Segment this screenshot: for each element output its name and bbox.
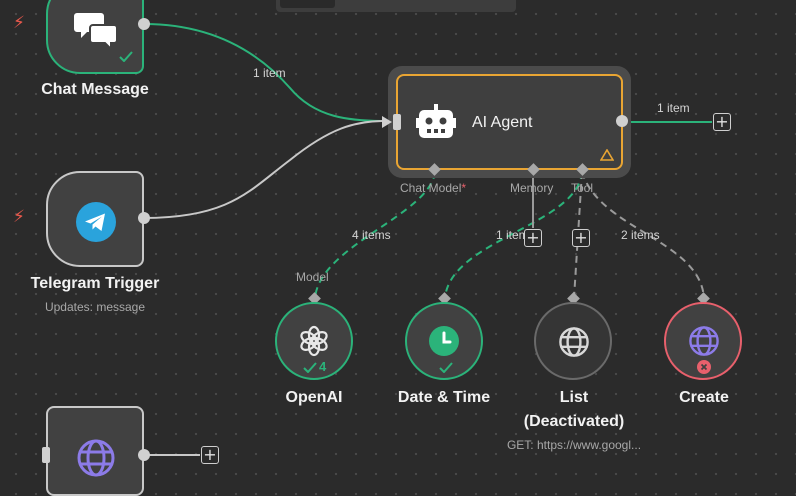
date-time-title: Date & Time: [397, 389, 491, 406]
create-node[interactable]: [664, 302, 742, 380]
telegram-trigger-node[interactable]: [46, 171, 144, 267]
add-node-button[interactable]: +: [713, 113, 731, 131]
wire-chat-to-agent: [143, 23, 386, 122]
chat-bubbles-icon: [74, 13, 118, 50]
robot-icon: [416, 104, 456, 138]
globe-icon: [77, 439, 115, 477]
canvas-toolbar: [276, 0, 516, 12]
memory-port-label: Memory: [510, 181, 554, 195]
openai-title: OpenAI: [285, 389, 343, 406]
run-count-badge: 4: [319, 359, 327, 374]
canvas-toolbar-segment[interactable]: [280, 0, 335, 8]
wire-create-tool: [581, 171, 705, 299]
add-tool-button[interactable]: +: [572, 229, 590, 247]
list-node[interactable]: [534, 302, 612, 380]
success-check-icon: [303, 362, 317, 373]
openai-node[interactable]: 4: [275, 302, 353, 380]
agent-output-edge-label: 1 item: [657, 101, 690, 115]
chat-model-port-label: Chat Model*: [400, 181, 467, 195]
globe-icon: [689, 326, 719, 356]
ai-agent-node[interactable]: AI Agent: [396, 74, 623, 170]
telegram-trigger-subtitle: Updates: message: [44, 300, 146, 314]
wire-telegram-to-agent: [143, 120, 386, 219]
chat-edge-label: 1 item: [253, 66, 286, 80]
ai-agent-output-handle[interactable]: [616, 115, 628, 127]
input-arrow-icon: [382, 116, 392, 128]
ai-agent-input-handle[interactable]: [393, 114, 401, 130]
trigger-bolt-icon: ⚡: [13, 207, 25, 227]
date-time-node[interactable]: [405, 302, 483, 380]
list-title: List: [559, 389, 589, 406]
telegram-icon: [76, 202, 116, 242]
model-port-label: Model: [296, 270, 329, 284]
create-edge-label: 2 items: [621, 228, 660, 242]
warning-triangle-icon: [600, 149, 614, 161]
tool-port-label: Tool: [571, 181, 594, 195]
http-request-node[interactable]: [46, 406, 144, 496]
create-title: Create: [679, 389, 729, 406]
http-request-output-handle[interactable]: [138, 449, 150, 461]
clock-icon: [429, 326, 459, 356]
list-subtitle: GET: https://www.googl...: [506, 438, 642, 452]
wire-datetime-tool: [444, 171, 583, 299]
openai-icon: [300, 325, 328, 357]
trigger-bolt-icon: ⚡: [13, 13, 25, 33]
chat-message-title: Chat Message: [41, 81, 149, 98]
openai-edge-label: 4 items: [352, 228, 391, 242]
telegram-trigger-title: Telegram Trigger: [30, 275, 160, 292]
add-node-button[interactable]: +: [201, 446, 219, 464]
telegram-output-handle[interactable]: [138, 212, 150, 224]
list-deactivated-label: (Deactivated): [523, 413, 625, 430]
error-icon: [697, 360, 711, 374]
wire-openai-model: [314, 171, 436, 299]
success-check-icon: [439, 362, 453, 373]
chat-message-output-handle[interactable]: [138, 18, 150, 30]
datetime-edge-label: 1 item: [496, 228, 524, 242]
globe-icon: [559, 327, 589, 357]
success-check-icon: [119, 51, 133, 62]
chat-message-node[interactable]: [46, 0, 144, 74]
ai-agent-title: AI Agent: [472, 114, 533, 131]
add-memory-button[interactable]: +: [524, 229, 542, 247]
http-request-input-handle[interactable]: [42, 447, 50, 463]
